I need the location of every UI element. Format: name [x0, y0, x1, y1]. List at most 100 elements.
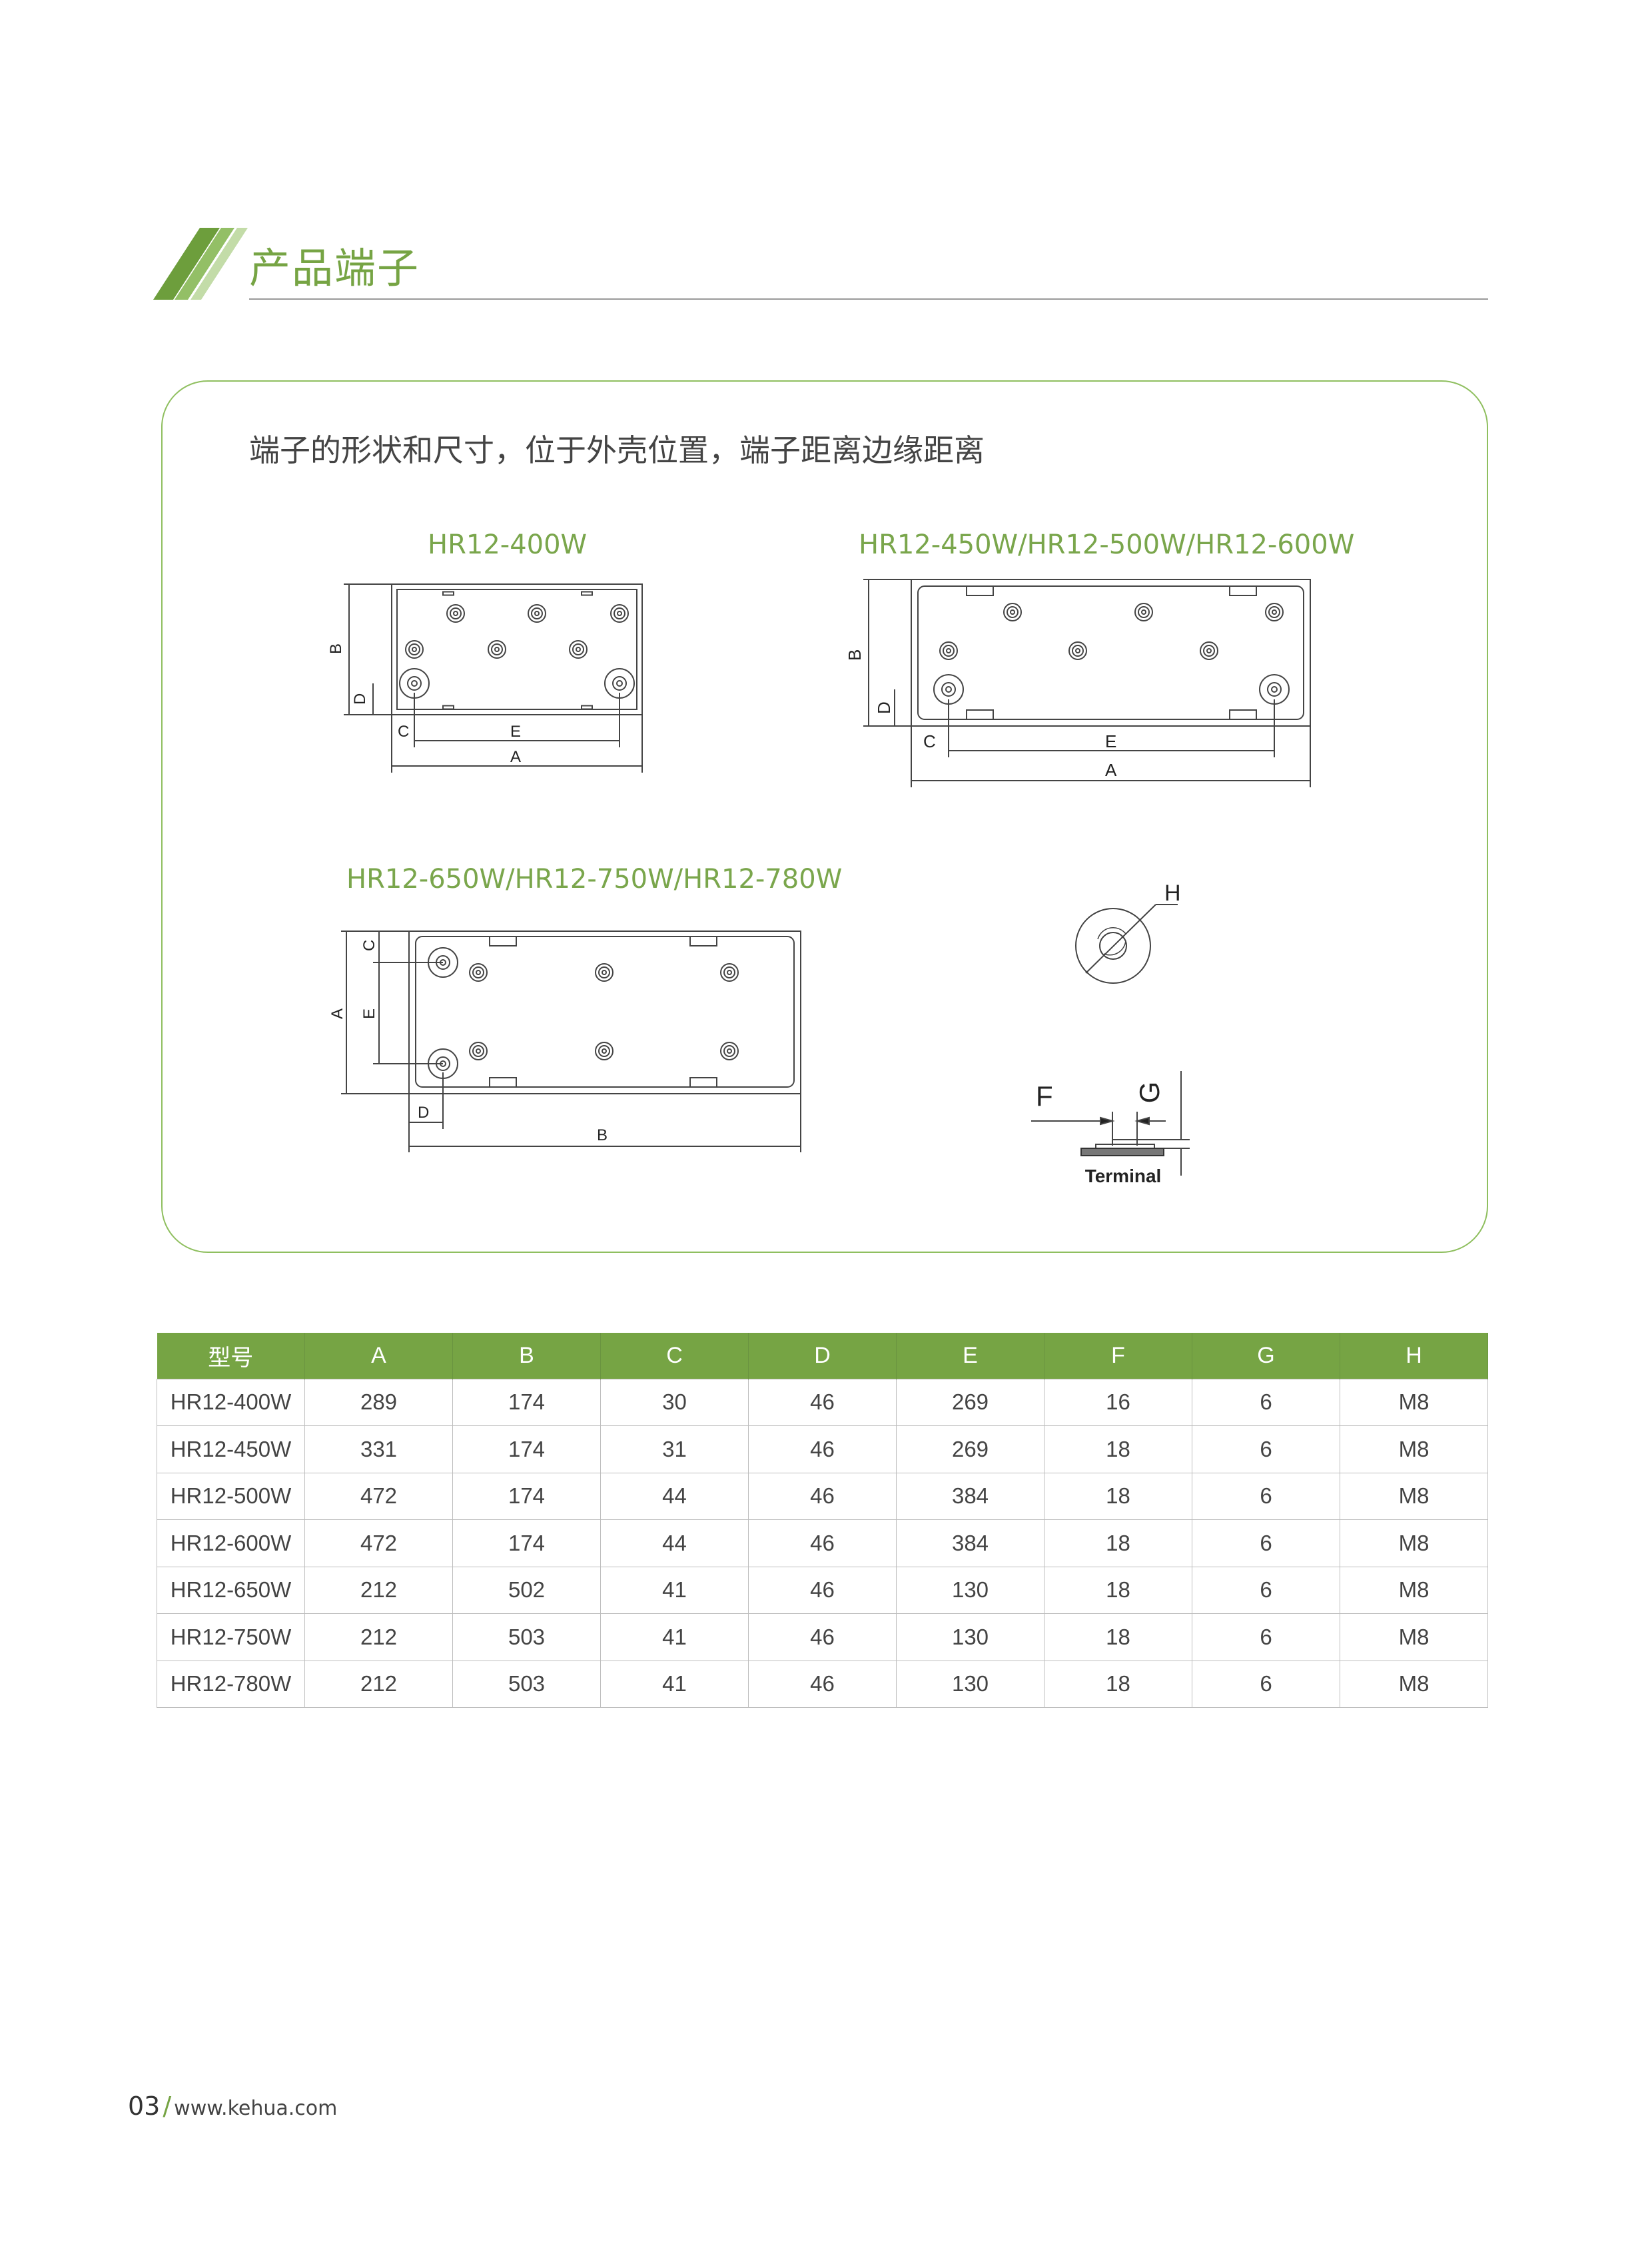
table-cell: 212 [304, 1613, 453, 1661]
dim-label-h: H [1164, 881, 1181, 906]
dim-label-d: D [874, 701, 894, 714]
large-terminal-icon [428, 1048, 458, 1079]
diagram-450-600w: B D C E A [845, 579, 1311, 787]
small-terminal-icon [1003, 603, 1022, 621]
page-footer: 03/www.kehua.com [128, 2091, 337, 2121]
table-cell: 6 [1192, 1425, 1340, 1473]
mounting-slot [689, 1077, 717, 1088]
mounting-slot [489, 1077, 517, 1088]
small-terminal-icon [939, 641, 958, 660]
small-terminal-icon [1068, 641, 1087, 660]
table-cell: 16 [1044, 1378, 1192, 1426]
terminal-washer [1075, 908, 1151, 984]
mounting-slot [1229, 585, 1257, 596]
table-cell: 46 [748, 1425, 897, 1473]
dim-label-e: E [510, 723, 521, 741]
dim-label-b: B [845, 649, 865, 661]
dim-label-f: F [1036, 1080, 1053, 1112]
table-cell: 18 [1044, 1660, 1192, 1708]
dim-label-a: A [510, 748, 521, 766]
small-terminal-icon [528, 604, 546, 623]
table-cell: HR12-650W [157, 1566, 305, 1614]
small-terminal-icon [1200, 641, 1218, 660]
column-header: B [452, 1333, 601, 1379]
large-terminal-icon [399, 668, 430, 699]
enclosure-inner [917, 585, 1304, 720]
terminal-panel [161, 380, 1488, 1253]
diagram-650-780w: A C E D B [328, 931, 801, 1152]
column-header: H [1340, 1333, 1488, 1379]
table-cell: 41 [600, 1566, 749, 1614]
terminal-caption: Terminal [1085, 1166, 1162, 1186]
terminal-hole-detail: H [1075, 881, 1181, 984]
terminal-base [1080, 1148, 1164, 1156]
table-cell: 6 [1192, 1660, 1340, 1708]
website-link[interactable]: www.kehua.com [174, 2097, 338, 2120]
column-header: A [304, 1333, 453, 1379]
dim-label-c: C [360, 940, 378, 951]
table-cell: 6 [1192, 1519, 1340, 1567]
table-cell: 130 [896, 1566, 1044, 1614]
large-terminal-icon [933, 674, 964, 705]
table-cell: 502 [452, 1566, 601, 1614]
dim-label-b: B [597, 1126, 608, 1144]
small-terminal-icon [446, 604, 465, 623]
enclosure-inner [415, 936, 795, 1088]
table-cell: 46 [748, 1660, 897, 1708]
table-cell: M8 [1340, 1378, 1488, 1426]
terminal-profile-detail: F G Terminal [1031, 1071, 1190, 1186]
small-terminal-icon [569, 640, 588, 659]
table-cell: 174 [452, 1425, 601, 1473]
table-cell: HR12-780W [157, 1660, 305, 1708]
large-terminal-icon [428, 947, 458, 978]
table-cell: HR12-400W [157, 1378, 305, 1426]
table-cell: M8 [1340, 1566, 1488, 1614]
table-cell: 174 [452, 1472, 601, 1520]
table-cell: 6 [1192, 1566, 1340, 1614]
column-header: F [1044, 1333, 1192, 1379]
table-cell: 503 [452, 1660, 601, 1708]
table-cell: 18 [1044, 1425, 1192, 1473]
table-cell: 46 [748, 1472, 897, 1520]
large-terminal-icon [1259, 674, 1290, 705]
mounting-slot [581, 591, 593, 596]
small-terminal-icon [720, 963, 739, 982]
dim-label-a: A [328, 1008, 346, 1019]
dim-label-b: B [327, 643, 345, 654]
table-cell: 472 [304, 1519, 453, 1567]
slash-icon: / [163, 2091, 172, 2121]
panel-subtitle: 端子的形状和尺寸，位于外壳位置，端子距离边缘距离 [249, 432, 985, 468]
table-cell: 384 [896, 1519, 1044, 1567]
dim-label-e: E [1105, 731, 1116, 751]
table-cell: 44 [600, 1472, 749, 1520]
enclosure-outline [911, 579, 1311, 727]
table-cell: M8 [1340, 1613, 1488, 1661]
table-cell: 46 [748, 1566, 897, 1614]
small-terminal-icon [469, 963, 488, 982]
mounting-slot [442, 591, 454, 596]
dim-label-g: G [1134, 1082, 1165, 1104]
dim-label-d: D [351, 693, 369, 705]
table-cell: 212 [304, 1566, 453, 1614]
page-number: 03 [128, 2091, 161, 2121]
small-terminal-icon [610, 604, 629, 623]
column-header: G [1192, 1333, 1340, 1379]
model-label-450-600w: HR12-450W/HR12-500W/HR12-600W [859, 530, 1355, 560]
table-cell: 6 [1192, 1378, 1340, 1426]
table-cell: 46 [748, 1519, 897, 1567]
terminal-hole [1099, 932, 1127, 960]
table-cell: 269 [896, 1378, 1044, 1426]
dim-label-d: D [418, 1104, 429, 1122]
mounting-slot [689, 936, 717, 946]
dim-label-a: A [1105, 760, 1117, 780]
dim-label-c: C [398, 723, 409, 741]
column-header: D [748, 1333, 897, 1379]
table-cell: HR12-750W [157, 1613, 305, 1661]
page-title: 产品端子 [249, 244, 420, 292]
section-stripes-icon [153, 228, 248, 300]
